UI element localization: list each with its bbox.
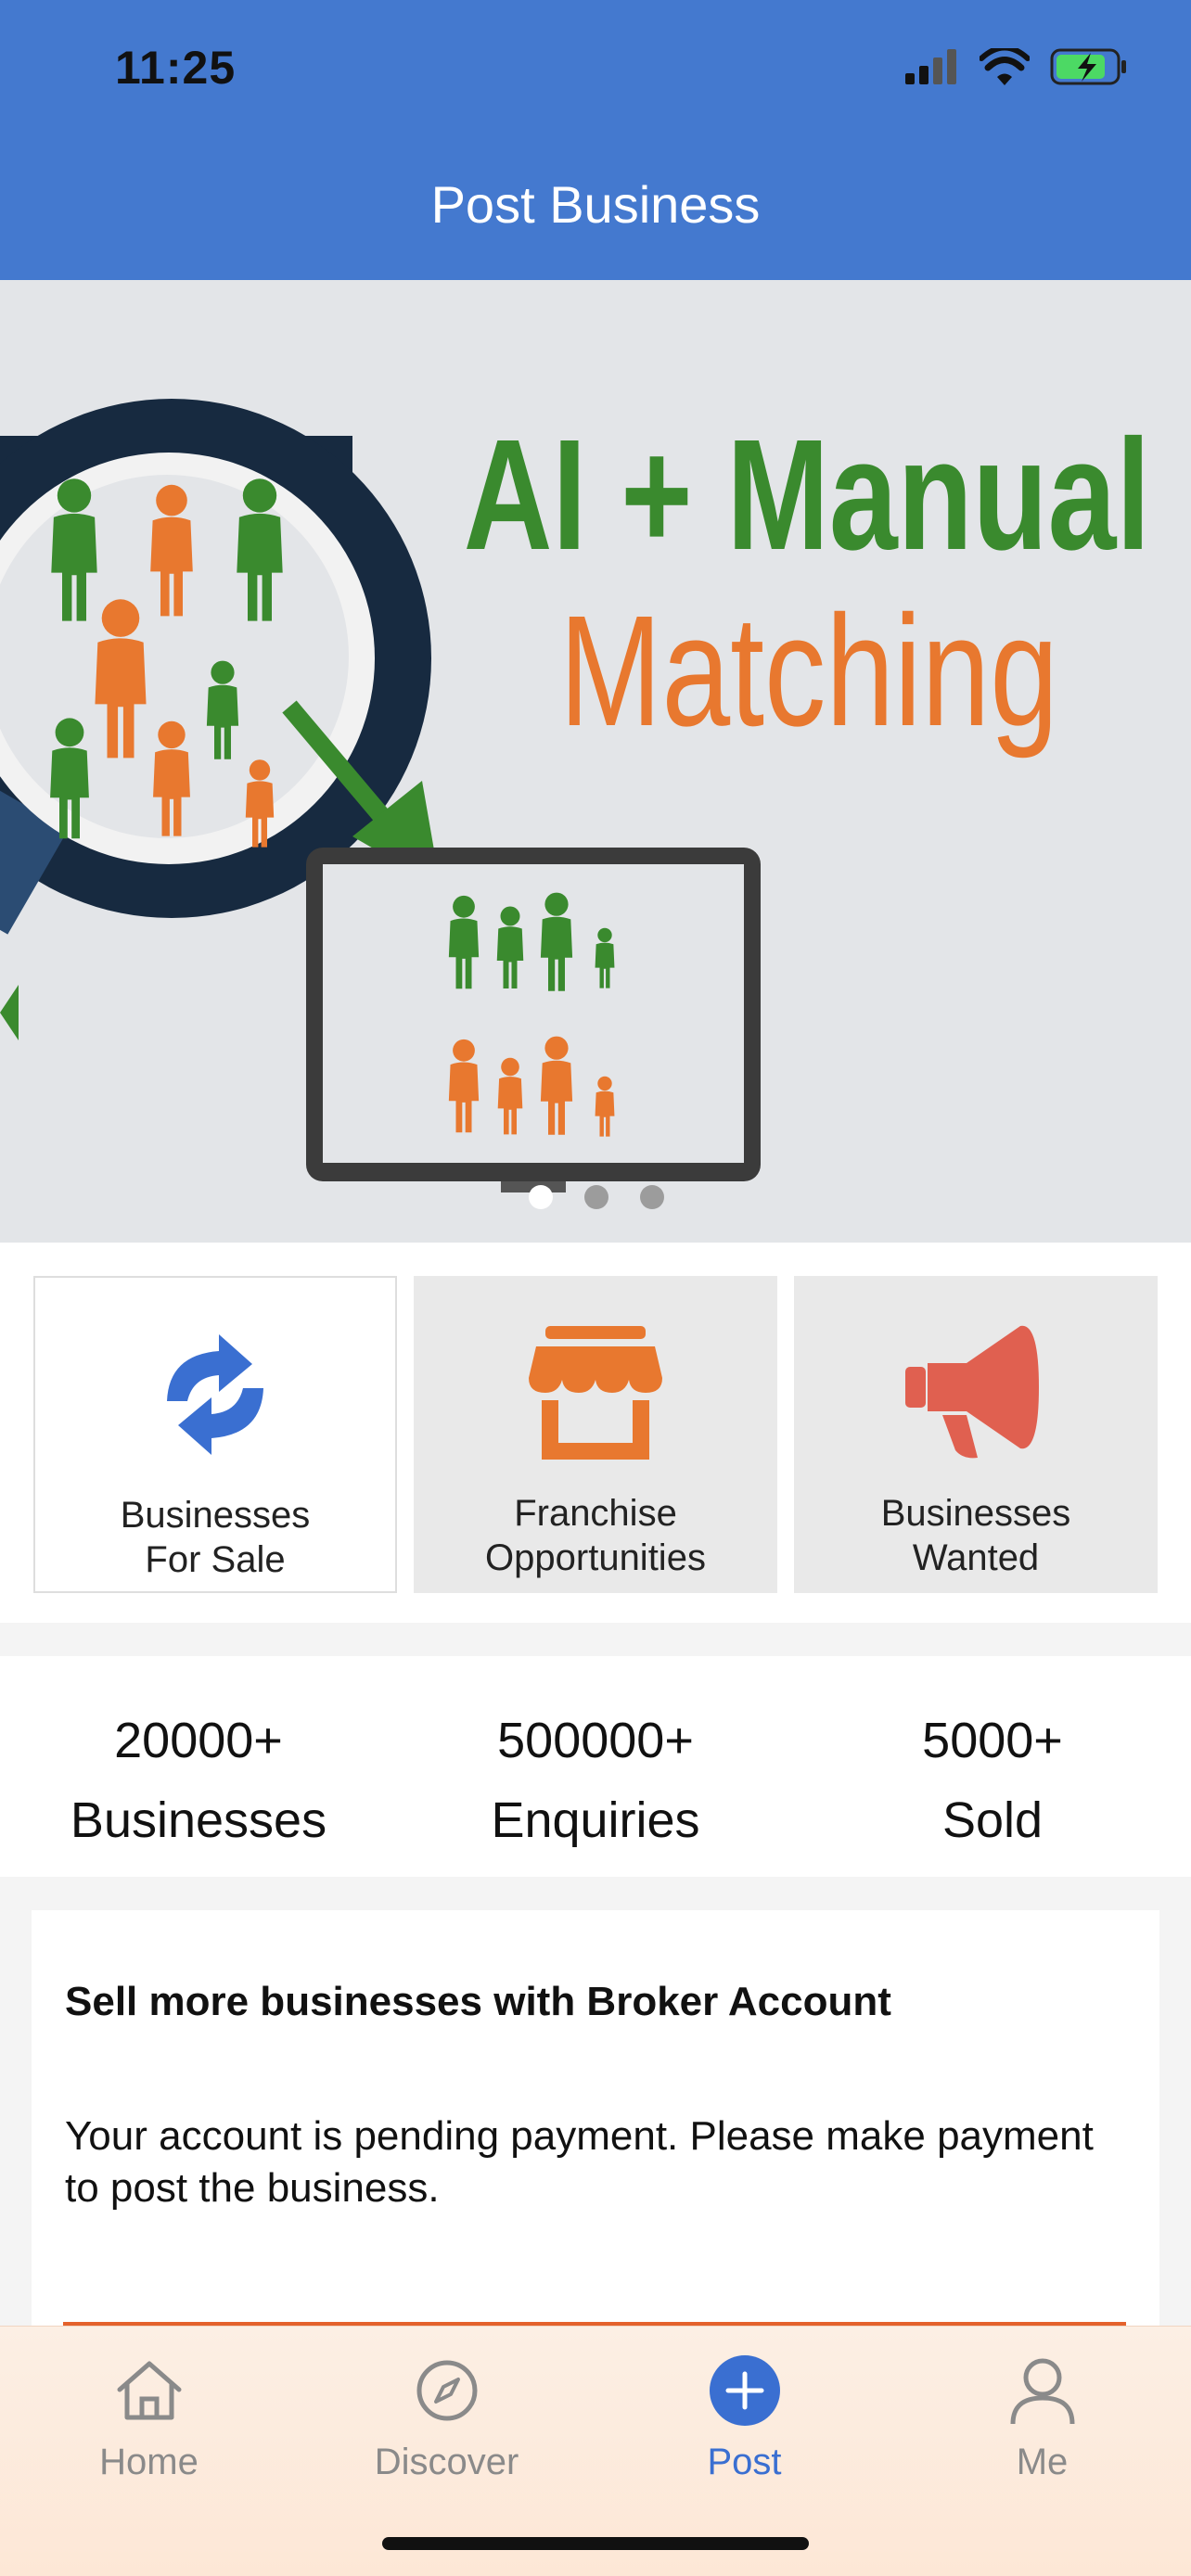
- person-icon: [1010, 2358, 1074, 2425]
- banner-illustration: [0, 399, 761, 1192]
- home-icon: [117, 2361, 181, 2420]
- category-label-line2: For Sale: [145, 1539, 286, 1580]
- pending-payment-message: Your account is pending payment. Please …: [65, 2113, 1094, 2211]
- carousel-dot[interactable]: [529, 1185, 553, 1209]
- tab-discover[interactable]: Discover: [298, 2349, 596, 2483]
- refresh-arrows-icon: [167, 1334, 263, 1455]
- promo-banner-carousel[interactable]: AI + Manual Matching: [0, 280, 1191, 1243]
- storefront-icon: [529, 1326, 662, 1460]
- category-franchise-opportunities[interactable]: Franchise Opportunities: [414, 1276, 777, 1593]
- tab-home[interactable]: Home: [0, 2349, 298, 2483]
- stat-label: Businesses: [70, 1792, 327, 1848]
- tab-label: Discover: [374, 2442, 519, 2482]
- category-label-line1: Businesses: [880, 1493, 1071, 1534]
- stat-value: 5000+: [922, 1713, 1063, 1768]
- carousel-dots: [529, 1185, 664, 1209]
- tab-me[interactable]: Me: [893, 2349, 1191, 2483]
- stat-label: Sold: [941, 1792, 1044, 1848]
- home-indicator: [382, 2537, 809, 2550]
- tab-label: Post: [707, 2442, 782, 2482]
- banner-headline-line1: AI + Manual: [464, 407, 1150, 583]
- app-header: 11:25 Post Business: [0, 0, 1191, 280]
- category-businesses-wanted[interactable]: Businesses Wanted: [794, 1276, 1158, 1593]
- megaphone-icon: [905, 1325, 1039, 1459]
- category-label-line1: Businesses: [120, 1495, 311, 1536]
- stat-businesses: 20000+ Businesses: [0, 1701, 397, 1860]
- banner-headline: AI + Manual Matching: [464, 407, 1150, 759]
- category-businesses-for-sale[interactable]: Businesses For Sale: [33, 1276, 397, 1593]
- category-label-line2: Wanted: [912, 1537, 1040, 1578]
- tab-label: Home: [99, 2442, 198, 2482]
- card-title: Sell more businesses with Broker Account: [65, 1979, 891, 2024]
- stat-enquiries: 500000+ Enquiries: [397, 1701, 794, 1860]
- battery-charging-icon: [1050, 48, 1126, 85]
- status-time: 11:25: [115, 42, 237, 94]
- category-label-line1: Franchise: [514, 1493, 677, 1534]
- tab-label: Me: [1016, 2442, 1069, 2482]
- banner-headline-line2: Matching: [559, 583, 1058, 759]
- category-label-line2: Opportunities: [485, 1537, 706, 1578]
- card-divider: [63, 2322, 1126, 2326]
- bottom-tab-bar: Home Discover Post Me: [0, 2326, 1191, 2576]
- wifi-icon: [980, 48, 1030, 85]
- status-icons: [905, 45, 1128, 89]
- carousel-dot[interactable]: [584, 1185, 608, 1209]
- tab-post[interactable]: Post: [596, 2349, 893, 2483]
- stat-value: 20000+: [114, 1713, 283, 1768]
- plus-circle-icon: [709, 2355, 780, 2426]
- stats-row: 20000+ Businesses 500000+ Enquiries 5000…: [0, 1656, 1191, 1877]
- stat-label: Enquiries: [491, 1792, 700, 1848]
- stat-value: 500000+: [497, 1713, 694, 1768]
- cellular-signal-icon: [905, 49, 956, 84]
- stat-sold: 5000+ Sold: [794, 1701, 1191, 1860]
- carousel-dot[interactable]: [640, 1185, 664, 1209]
- category-row: Businesses For Sale Franchise Opportunit…: [0, 1243, 1191, 1623]
- compass-icon: [416, 2360, 477, 2421]
- page-title: Post Business: [430, 175, 761, 234]
